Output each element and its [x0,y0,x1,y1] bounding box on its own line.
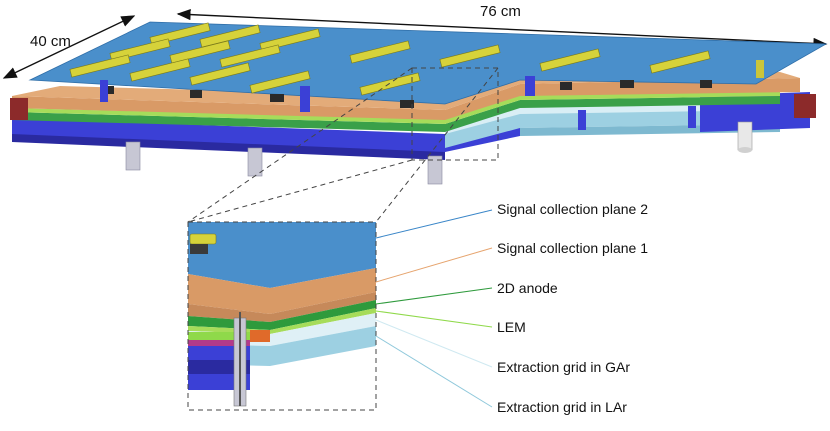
zoom-inset [187,221,377,411]
frame-bottom [12,132,445,160]
frame-side-front [12,118,445,152]
lem-strip [12,91,780,124]
inset-plane1 [188,268,376,314]
anode-strip [12,96,780,132]
dimension-76cm: 76 cm [176,3,828,50]
connector-array [69,22,711,96]
label-grid-lar: Extraction grid in LAr [497,399,627,415]
label-lem: LEM [497,319,526,335]
support-posts [100,76,696,130]
feedthrough-cylinder [737,121,753,151]
left-end-block [10,98,28,120]
width-label: 40 cm [30,33,71,50]
leader-lines [375,209,493,408]
label-signal-plane-1: Signal collection plane 1 [497,240,648,256]
inset-connector [189,233,217,245]
inset-lem [188,308,376,334]
length-label: 76 cm [480,3,521,20]
inset-plane2 [188,222,376,288]
copper-plane [12,78,800,120]
top-signal-plane [28,21,828,105]
label-signal-plane-2: Signal collection plane 2 [497,201,648,217]
right-end-block [794,94,816,118]
label-2d-anode: 2D anode [497,280,558,296]
label-grid-gar: Extraction grid in GAr [497,359,630,375]
layer-labels: Signal collection plane 2 Signal collect… [497,201,648,415]
zoom-source-box [187,67,499,223]
detector-assembly [10,21,828,185]
mounting-brackets [125,141,443,185]
lar-grid-region [445,108,780,148]
dimension-40cm: 40 cm [2,15,136,79]
